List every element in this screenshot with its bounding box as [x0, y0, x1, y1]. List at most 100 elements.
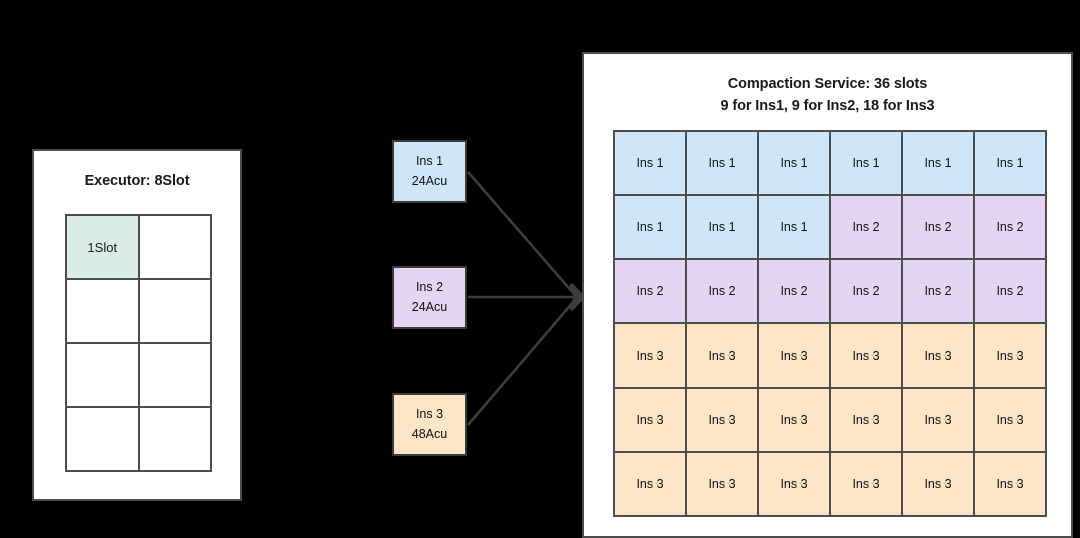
compaction-slot-label: Ins 1: [780, 156, 808, 171]
compaction-slot-label: Ins 2: [924, 220, 952, 235]
instance-box-ins3[interactable]: Ins 3 48Acu: [392, 393, 467, 456]
compaction-slot-ins3[interactable]: Ins 3: [687, 452, 759, 517]
executor-slot-grid: 1Slot: [65, 214, 212, 472]
compaction-slot-ins3[interactable]: Ins 3: [903, 388, 975, 453]
compaction-slot-label: Ins 2: [780, 284, 808, 299]
compaction-slot-label: Ins 3: [780, 476, 808, 491]
executor-slot-empty[interactable]: [67, 280, 140, 344]
compaction-slot-ins3[interactable]: Ins 3: [615, 324, 687, 389]
compaction-slot-label: Ins 3: [708, 348, 736, 363]
compaction-slot-ins3[interactable]: Ins 3: [615, 388, 687, 453]
compaction-slot-ins3[interactable]: Ins 3: [975, 324, 1047, 389]
compaction-slot-ins3[interactable]: Ins 3: [903, 324, 975, 389]
compaction-slot-label: Ins 3: [996, 412, 1024, 427]
compaction-slot-ins1[interactable]: Ins 1: [615, 196, 687, 261]
compaction-slot-label: Ins 1: [708, 156, 736, 171]
instance-capacity: 24Acu: [411, 173, 448, 188]
executor-slot-empty[interactable]: [139, 344, 212, 408]
compaction-slot-label: Ins 2: [996, 220, 1024, 235]
executor-slot-label: 1Slot: [87, 239, 118, 255]
compaction-slot-label: Ins 1: [636, 156, 664, 171]
compaction-slot-label: Ins 3: [636, 476, 664, 491]
compaction-slot-label: Ins 3: [996, 476, 1024, 491]
compaction-slot-label: Ins 2: [924, 284, 952, 299]
executor-slot-empty[interactable]: [67, 408, 140, 472]
compaction-slot-label: Ins 3: [852, 348, 880, 363]
compaction-title-line1: Compaction Service: 36 slots: [727, 76, 928, 92]
compaction-slot-ins1[interactable]: Ins 1: [759, 132, 831, 197]
compaction-slot-label: Ins 2: [852, 220, 880, 235]
compaction-slot-ins2[interactable]: Ins 2: [975, 260, 1047, 325]
executor-title: Executor: 8Slot: [84, 173, 190, 189]
compaction-slot-label: Ins 2: [636, 284, 664, 299]
compaction-slot-label: Ins 1: [852, 156, 880, 171]
compaction-slot-ins3[interactable]: Ins 3: [975, 388, 1047, 453]
compaction-slot-label: Ins 3: [924, 476, 952, 491]
compaction-slot-label: Ins 3: [708, 412, 736, 427]
compaction-slot-ins3[interactable]: Ins 3: [687, 324, 759, 389]
compaction-slot-label: Ins 3: [924, 412, 952, 427]
compaction-slot-ins3[interactable]: Ins 3: [759, 388, 831, 453]
compaction-slot-label: Ins 2: [708, 284, 736, 299]
arrow-ins3-to-compaction: [467, 300, 575, 426]
compaction-slot-ins2[interactable]: Ins 2: [759, 260, 831, 325]
compaction-slot-label: Ins 3: [780, 348, 808, 363]
instance-name: Ins 3: [415, 407, 444, 422]
compaction-slot-ins2[interactable]: Ins 2: [615, 260, 687, 325]
compaction-slot-ins3[interactable]: Ins 3: [759, 324, 831, 389]
compaction-slot-ins3[interactable]: Ins 3: [615, 452, 687, 517]
compaction-slot-ins2[interactable]: Ins 2: [831, 196, 903, 261]
compaction-slot-ins1[interactable]: Ins 1: [687, 132, 759, 197]
compaction-slot-label: Ins 3: [852, 412, 880, 427]
compaction-slot-ins3[interactable]: Ins 3: [831, 324, 903, 389]
compaction-slot-label: Ins 3: [996, 348, 1024, 363]
compaction-service-title: Compaction Service: 36 slots 9 for Ins1,…: [584, 74, 1071, 118]
compaction-slot-label: Ins 1: [636, 220, 664, 235]
compaction-slot-label: Ins 1: [780, 220, 808, 235]
compaction-slot-ins3[interactable]: Ins 3: [759, 452, 831, 517]
compaction-title-line2: 9 for Ins1, 9 for Ins2, 18 for Ins3: [720, 97, 935, 114]
compaction-slot-ins3[interactable]: Ins 3: [975, 452, 1047, 517]
compaction-slot-ins3[interactable]: Ins 3: [831, 388, 903, 453]
compaction-slot-label: Ins 3: [708, 476, 736, 491]
executor-slot-empty[interactable]: [67, 344, 140, 408]
instance-name: Ins 1: [415, 154, 444, 169]
compaction-slot-ins1[interactable]: Ins 1: [831, 132, 903, 197]
compaction-slot-label: Ins 2: [852, 284, 880, 299]
compaction-slot-ins2[interactable]: Ins 2: [903, 196, 975, 261]
compaction-slot-label: Ins 2: [996, 284, 1024, 299]
compaction-slot-label: Ins 1: [996, 156, 1024, 171]
compaction-slot-ins3[interactable]: Ins 3: [903, 452, 975, 517]
executor-slot-filled[interactable]: 1Slot: [67, 216, 140, 280]
compaction-slot-ins3[interactable]: Ins 3: [687, 388, 759, 453]
compaction-slot-label: Ins 3: [852, 476, 880, 491]
executor-panel: Executor: 8Slot 1Slot: [32, 149, 242, 501]
instance-box-ins2[interactable]: Ins 2 24Acu: [392, 266, 467, 329]
compaction-slot-ins1[interactable]: Ins 1: [759, 196, 831, 261]
compaction-slot-label: Ins 3: [636, 348, 664, 363]
compaction-slot-ins1[interactable]: Ins 1: [975, 132, 1047, 197]
compaction-slot-label: Ins 3: [636, 412, 664, 427]
executor-slot-empty[interactable]: [139, 280, 212, 344]
compaction-slot-ins2[interactable]: Ins 2: [687, 260, 759, 325]
instance-name: Ins 2: [415, 280, 444, 295]
compaction-slot-label: Ins 1: [708, 220, 736, 235]
compaction-slot-grid: Ins 1 Ins 1 Ins 1 Ins 1 Ins 1 Ins 1 Ins 1 Ins 1…: [613, 130, 1047, 517]
compaction-slot-ins2[interactable]: Ins 2: [903, 260, 975, 325]
executor-slot-empty[interactable]: [139, 408, 212, 472]
compaction-service-panel: Compaction Service: 36 slots 9 for Ins1,…: [582, 52, 1073, 538]
compaction-slot-ins1[interactable]: Ins 1: [687, 196, 759, 261]
compaction-slot-ins2[interactable]: Ins 2: [975, 196, 1047, 261]
compaction-slot-ins2[interactable]: Ins 2: [831, 260, 903, 325]
compaction-slot-label: Ins 3: [924, 348, 952, 363]
compaction-slot-label: Ins 1: [924, 156, 952, 171]
compaction-slot-ins3[interactable]: Ins 3: [831, 452, 903, 517]
compaction-slot-ins1[interactable]: Ins 1: [903, 132, 975, 197]
instance-box-ins1[interactable]: Ins 1 24Acu: [392, 140, 467, 203]
executor-slot-empty[interactable]: [139, 216, 212, 280]
instance-capacity: 48Acu: [411, 426, 448, 441]
compaction-slot-ins1[interactable]: Ins 1: [615, 132, 687, 197]
arrowhead-compaction: [569, 283, 585, 311]
compaction-slot-label: Ins 3: [780, 412, 808, 427]
